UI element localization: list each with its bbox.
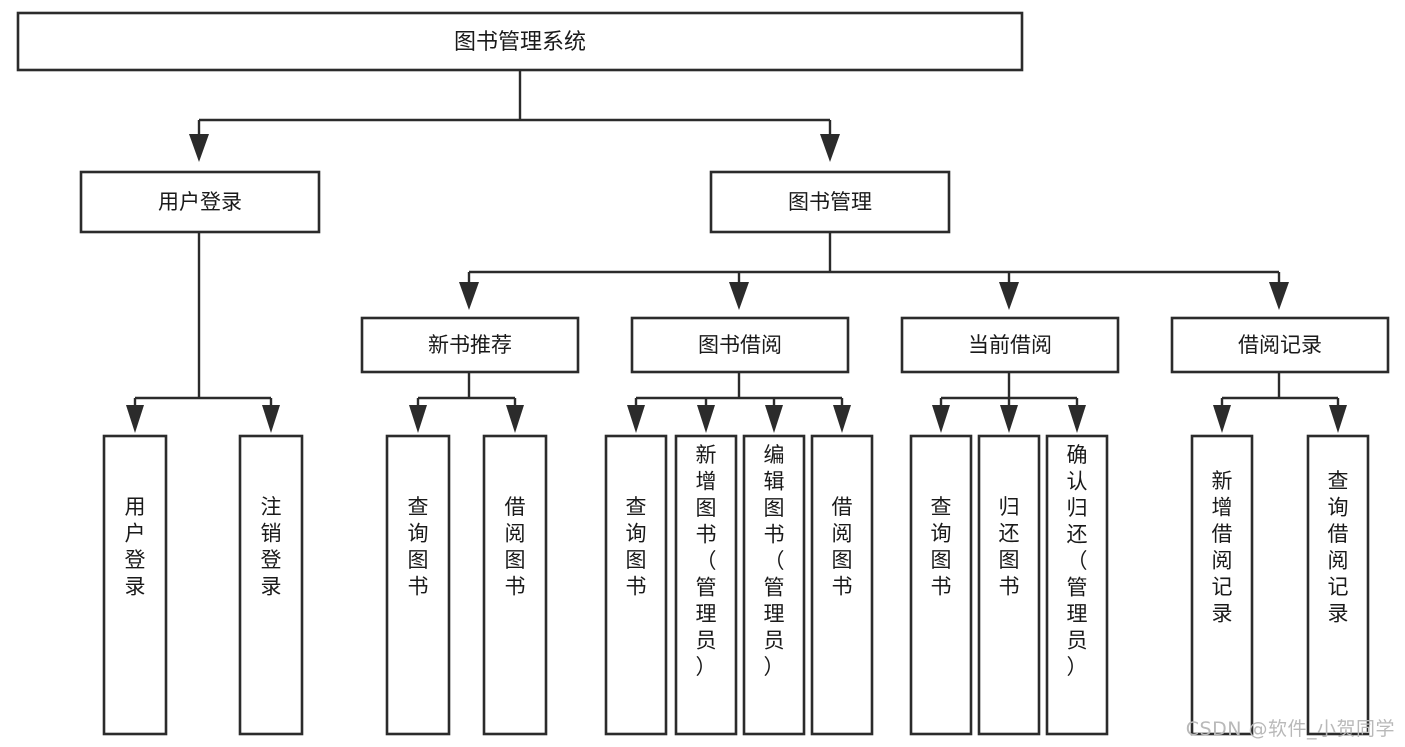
arrow-to-new-book-rec-icon [459, 282, 479, 310]
connector-group-root [189, 70, 840, 162]
arrow-currentborrow-l1-icon [932, 405, 950, 433]
node-new-book-rec-box[interactable] [360, 316, 580, 374]
leaf-node-add-borrow-record[interactable]: 新增借阅记录 [1190, 434, 1254, 736]
leaf-query-book-2-box[interactable] [604, 434, 668, 736]
arrow-bookborrow-l4-icon [833, 405, 851, 433]
connector-group-user-login [126, 232, 280, 433]
arrow-newbook-l1-icon [409, 405, 427, 433]
leaf-borrow-book-2-box[interactable] [810, 434, 874, 736]
arrow-currentborrow-l2-icon [1000, 405, 1018, 433]
node-current-borrow-box[interactable] [900, 316, 1120, 374]
leaf-logout-login-label: 注销登录 [261, 495, 282, 599]
node-book-borrow[interactable]: 图书借阅 [630, 316, 850, 374]
csdn-watermark: CSDN @软件_小贺同学 [1185, 718, 1395, 740]
leaf-node-query-book-1[interactable]: 查询图书 [385, 434, 451, 736]
leaf-node-user-login[interactable]: 用户登录 [102, 434, 168, 736]
arrow-borrowrecord-l1-icon [1213, 405, 1231, 433]
leaf-node-return-book[interactable]: 归还图书 [977, 434, 1041, 736]
node-book-manage-box[interactable] [709, 170, 951, 234]
leaf-node-query-book-2[interactable]: 查询图书 [604, 434, 668, 736]
node-book-borrow-box[interactable] [630, 316, 850, 374]
leaf-node-edit-book-admin[interactable]: 编辑图书（管理员） [742, 434, 806, 736]
leaf-borrow-book-1-box[interactable] [482, 434, 548, 736]
connector-group-new-book-rec [409, 372, 524, 433]
node-root[interactable]: 图书管理系统 [16, 11, 1024, 72]
leaf-user-login-box[interactable] [102, 434, 168, 736]
node-user-login[interactable]: 用户登录 [79, 170, 321, 234]
connector-group-current-borrow [932, 372, 1086, 433]
leaf-logout-login-box[interactable] [238, 434, 304, 736]
leaf-add-book-admin-box[interactable] [674, 434, 738, 736]
connector-group-borrow-record [1213, 372, 1347, 433]
leaf-add-borrow-record-label: 新增借阅记录 [1212, 469, 1233, 626]
node-current-borrow[interactable]: 当前借阅 [900, 316, 1120, 374]
leaf-return-book-box[interactable] [977, 434, 1041, 736]
node-book-borrow-label: 图书借阅 [698, 333, 782, 357]
node-book-manage[interactable]: 图书管理 [709, 170, 951, 234]
arrow-borrowrecord-l2-icon [1329, 405, 1347, 433]
leaf-node-logout-login[interactable]: 注销登录 [238, 434, 304, 736]
leaf-edit-book-admin-label: 编辑图书（管理员） [764, 443, 785, 679]
node-borrow-record-box[interactable] [1170, 316, 1390, 374]
arrow-bookborrow-l1-icon [627, 405, 645, 433]
node-borrow-record-label: 借阅记录 [1238, 333, 1322, 357]
node-user-login-box[interactable] [79, 170, 321, 234]
arrow-bookborrow-l3-icon [765, 405, 783, 433]
node-current-borrow-label: 当前借阅 [968, 333, 1052, 357]
leaf-node-confirm-return-admin[interactable]: 确认归还（管理员） [1045, 434, 1109, 736]
node-book-manage-label: 图书管理 [788, 190, 872, 214]
leaf-query-borrow-record-box[interactable] [1306, 434, 1370, 736]
arrow-to-book-borrow-icon [729, 282, 749, 310]
leaf-add-borrow-record-box[interactable] [1190, 434, 1254, 736]
connector-group-book-borrow [627, 372, 851, 433]
leaf-query-book-1-box[interactable] [385, 434, 451, 736]
leaf-query-book-2-label: 查询图书 [626, 495, 647, 599]
leaf-user-login-label: 用户登录 [125, 495, 146, 599]
leaf-borrow-book-2-label: 借阅图书 [832, 495, 853, 599]
node-user-login-label: 用户登录 [158, 190, 242, 214]
arrow-userlogin-l2-icon [262, 405, 280, 433]
connector-group-book-manage [459, 232, 1289, 310]
leaf-query-book-3-box[interactable] [909, 434, 973, 736]
leaf-node-add-book-admin[interactable]: 新增图书（管理员） [674, 434, 738, 736]
node-new-book-rec-label: 新书推荐 [428, 333, 512, 357]
node-root-label: 图书管理系统 [454, 30, 586, 55]
leaf-node-query-borrow-record[interactable]: 查询借阅记录 [1306, 434, 1370, 736]
leaf-return-book-label: 归还图书 [999, 495, 1020, 599]
leaf-query-book-1-label: 查询图书 [408, 495, 429, 599]
arrow-userlogin-l1-icon [126, 405, 144, 433]
leaf-query-book-3-label: 查询图书 [931, 495, 952, 599]
arrow-root-to-book-manage-icon [820, 134, 840, 162]
node-borrow-record[interactable]: 借阅记录 [1170, 316, 1390, 374]
arrow-root-to-user-login-icon [189, 134, 209, 162]
arrow-bookborrow-l2-icon [697, 405, 715, 433]
leaf-confirm-return-admin-label: 确认归还（管理员） [1067, 443, 1088, 679]
leaf-query-borrow-record-label: 查询借阅记录 [1328, 469, 1349, 626]
leaf-node-borrow-book-2[interactable]: 借阅图书 [810, 434, 874, 736]
arrow-currentborrow-l3-icon [1068, 405, 1086, 433]
arrow-to-borrow-record-icon [1269, 282, 1289, 310]
leaf-edit-book-admin-box[interactable] [742, 434, 806, 736]
node-root-box[interactable] [16, 11, 1024, 72]
arrow-to-current-borrow-icon [999, 282, 1019, 310]
arrow-newbook-l2-icon [506, 405, 524, 433]
leaf-add-book-admin-label: 新增图书（管理员） [696, 443, 717, 679]
leaf-node-query-book-3[interactable]: 查询图书 [909, 434, 973, 736]
node-new-book-rec[interactable]: 新书推荐 [360, 316, 580, 374]
leaf-borrow-book-1-label: 借阅图书 [505, 495, 526, 599]
leaf-node-borrow-book-1[interactable]: 借阅图书 [482, 434, 548, 736]
leaf-confirm-return-admin-box[interactable] [1045, 434, 1109, 736]
